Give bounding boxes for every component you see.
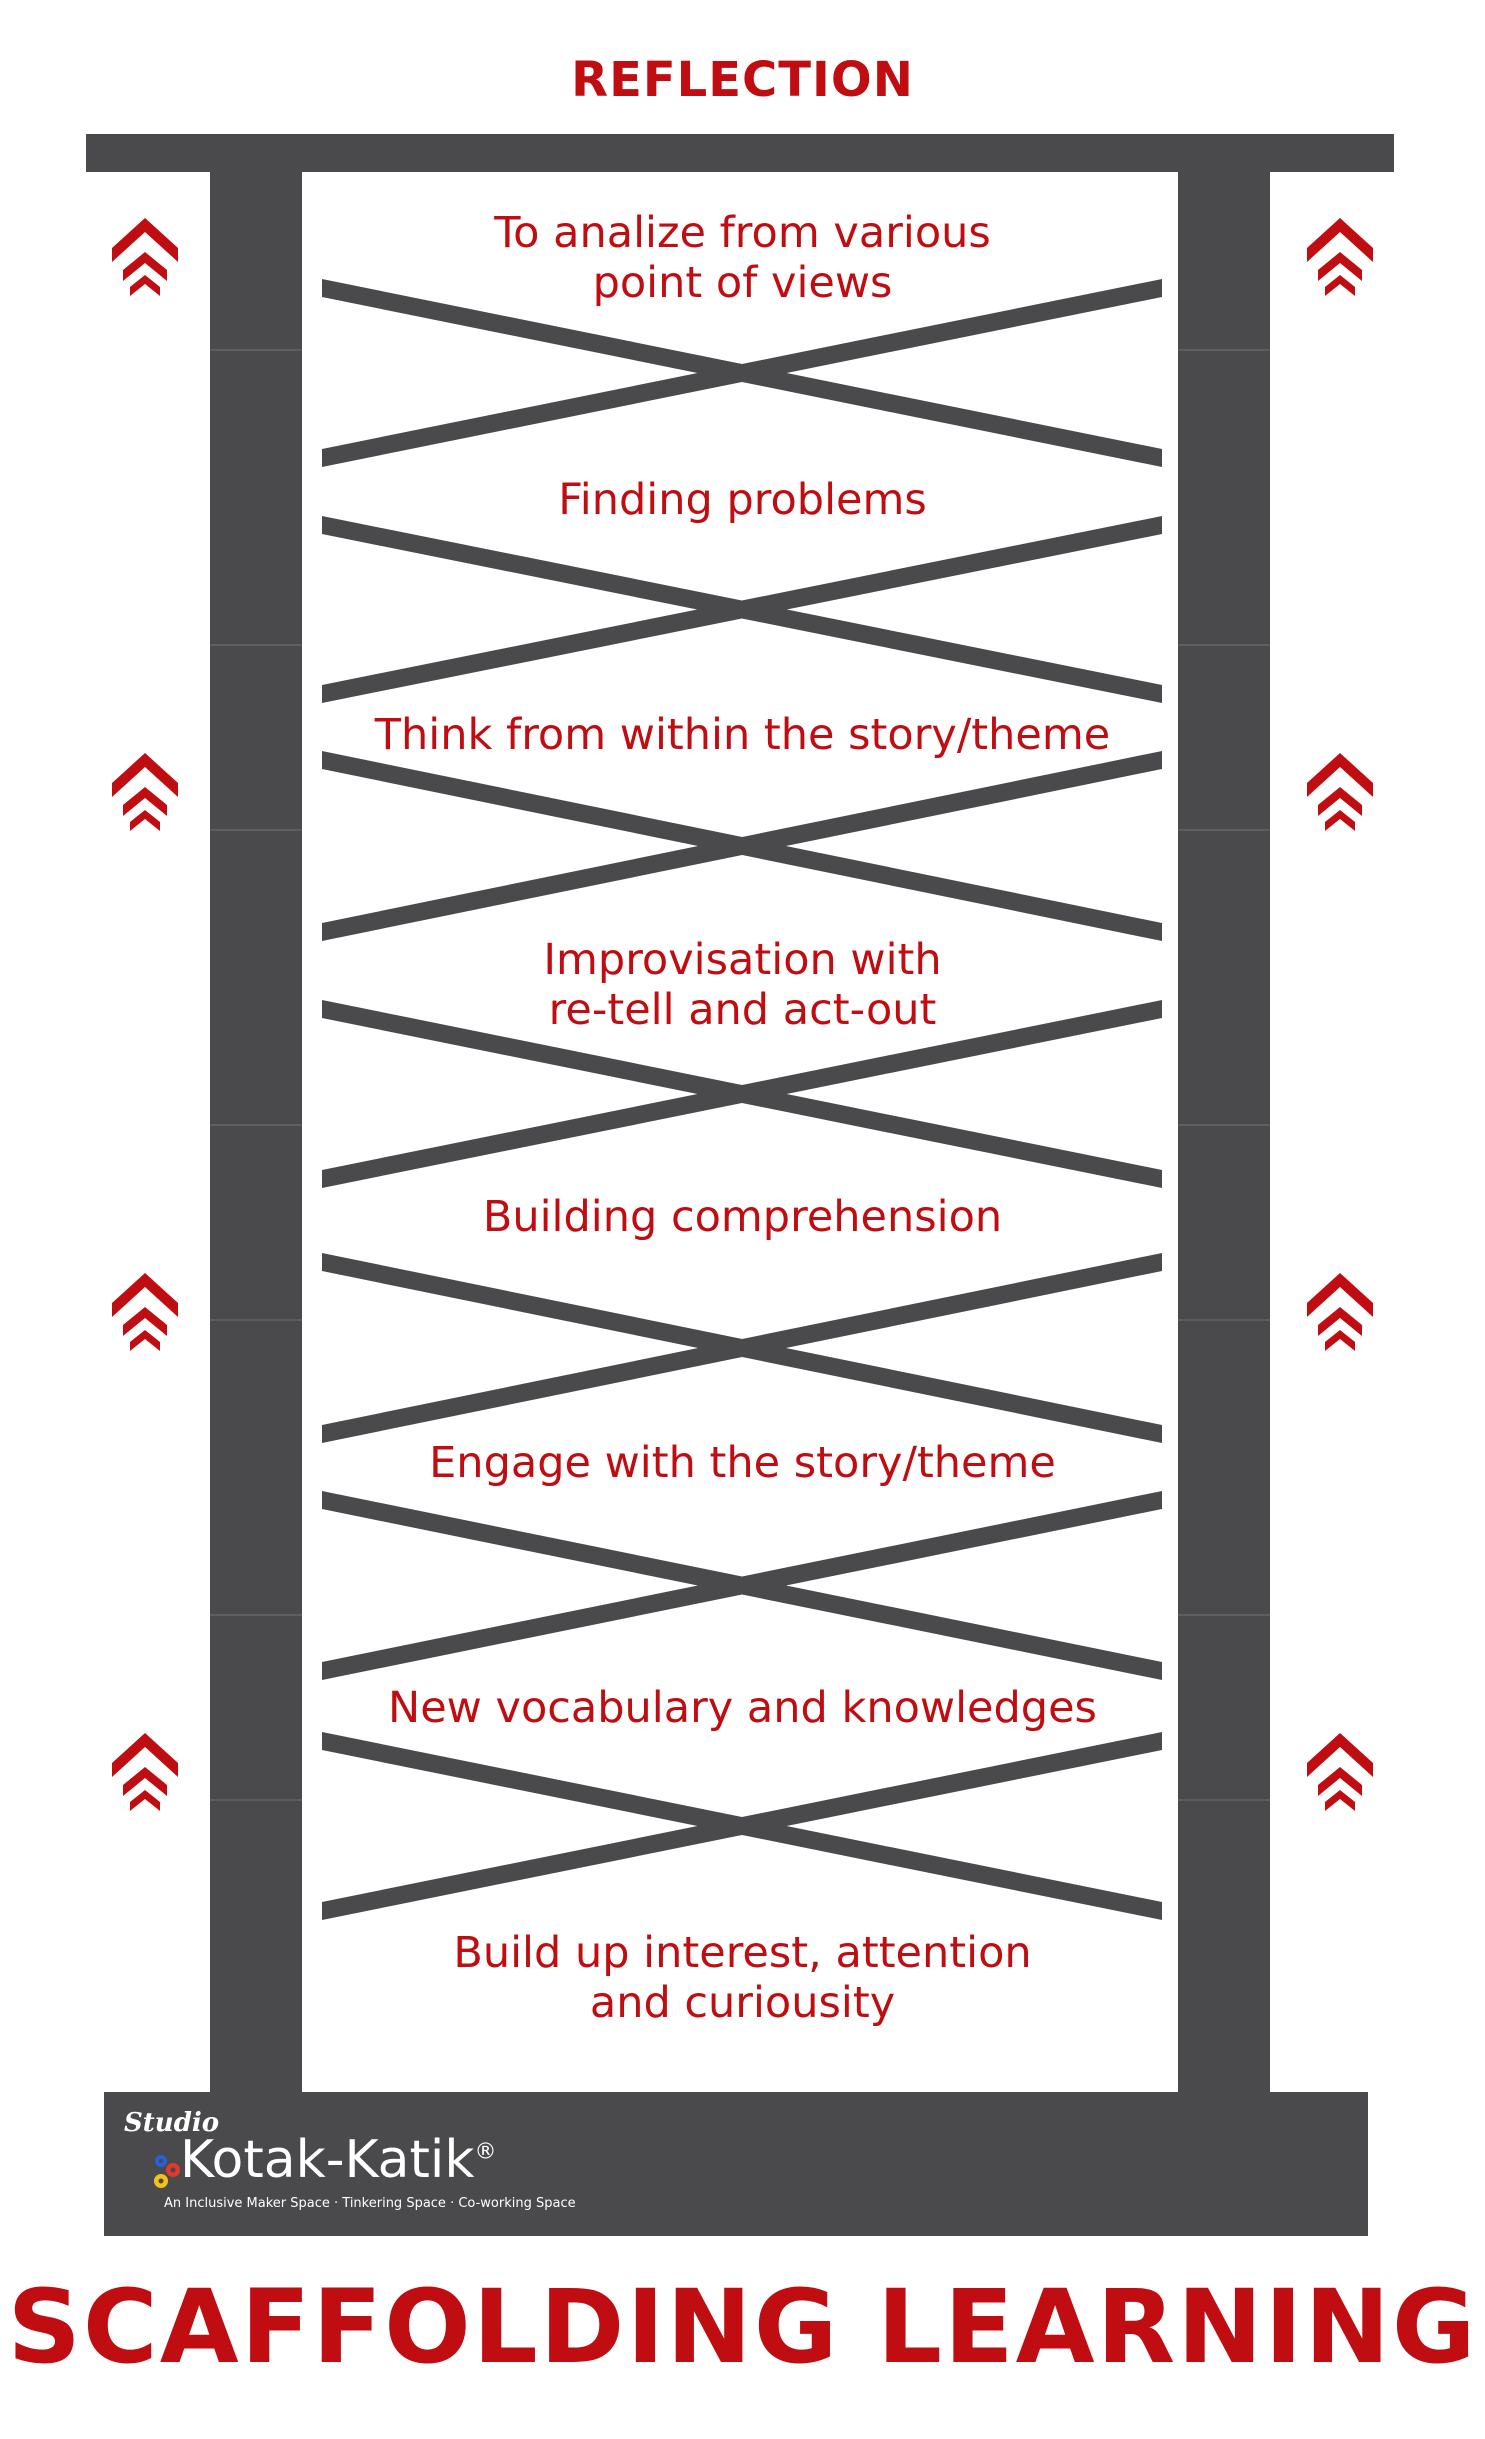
left-pillar [210,172,302,2092]
triple-chevron-up-icon [1307,218,1373,296]
chevron-medium [1318,1767,1362,1796]
brace-bar-ascending [322,751,1162,941]
step-label-7: New vocabulary and knowledges [388,1683,1097,1733]
step-label-1: To analize from various point of views [494,208,991,308]
step-label-8: Build up interest, attention and curious… [453,1928,1032,2028]
chevron-large [112,1273,178,1317]
chevron-large [112,218,178,262]
chevron-medium [1318,1307,1362,1336]
chevron-large [1307,218,1373,262]
chevron-medium [123,1767,167,1796]
cross-braces [322,279,1162,1920]
chevron-medium [1318,252,1362,281]
step-label-2: Finding problems [558,475,927,525]
brace-bar-ascending [322,279,1162,467]
chevron-small [1325,1330,1355,1351]
reflection-title: REFLECTION [571,52,914,108]
brace-bar-ascending [322,1253,1162,1443]
chevron-large [112,753,178,797]
triple-chevron-up-icon [112,1273,178,1351]
step-label-3: Think from within the story/theme [374,710,1111,760]
chevron-small [1325,810,1355,831]
chevron-large [1307,1273,1373,1317]
triple-chevron-up-icon [1307,1273,1373,1351]
scaffolding-learning-title: SCAFFOLDING LEARNING [7,2268,1478,2387]
gears-icon [154,2155,180,2188]
chevron-small [130,1790,160,1811]
logo-brand-name: Kotak-Katik® [180,2130,496,2190]
step-label-6: Engage with the story/theme [429,1438,1056,1488]
triple-chevron-up-icon [1307,1733,1373,1811]
logo-brand-text: Kotak-Katik [180,2130,475,2190]
brace-bar-ascending [322,1491,1162,1680]
chevron-small [130,275,160,296]
chevron-medium [1318,787,1362,816]
brace-bar-ascending [322,1000,1162,1188]
chevron-small [1325,1790,1355,1811]
chevron-small [1325,275,1355,296]
logo-studio-text: Studio [124,2108,220,2138]
pillar-seams [210,349,1270,1801]
top-beam [86,134,1394,172]
brace-bar-ascending [322,516,1162,703]
chevron-small [130,1330,160,1351]
registered-mark: ® [474,2139,497,2165]
brace-bar-ascending [322,1732,1162,1920]
side-arrows [112,218,1373,1811]
triple-chevron-up-icon [112,1733,178,1811]
base-block [104,2092,1368,2236]
chevron-medium [123,787,167,816]
chevron-medium [123,252,167,281]
chevron-large [1307,1733,1373,1777]
studio-logo: Studio Kotak-Katik® An Inclusive Maker S… [118,2108,638,2218]
step-label-5: Building comprehension [482,1192,1003,1242]
chevron-large [112,1733,178,1777]
triple-chevron-up-icon [1307,753,1373,831]
chevron-large [1307,753,1373,797]
step-label-4: Improvisation with re-tell and act-out [543,935,942,1035]
right-pillar [1178,172,1270,2092]
chevron-small [130,810,160,831]
chevron-medium [123,1307,167,1336]
triple-chevron-up-icon [112,753,178,831]
logo-tagline: An Inclusive Maker Space · Tinkering Spa… [164,2196,576,2211]
triple-chevron-up-icon [112,218,178,296]
